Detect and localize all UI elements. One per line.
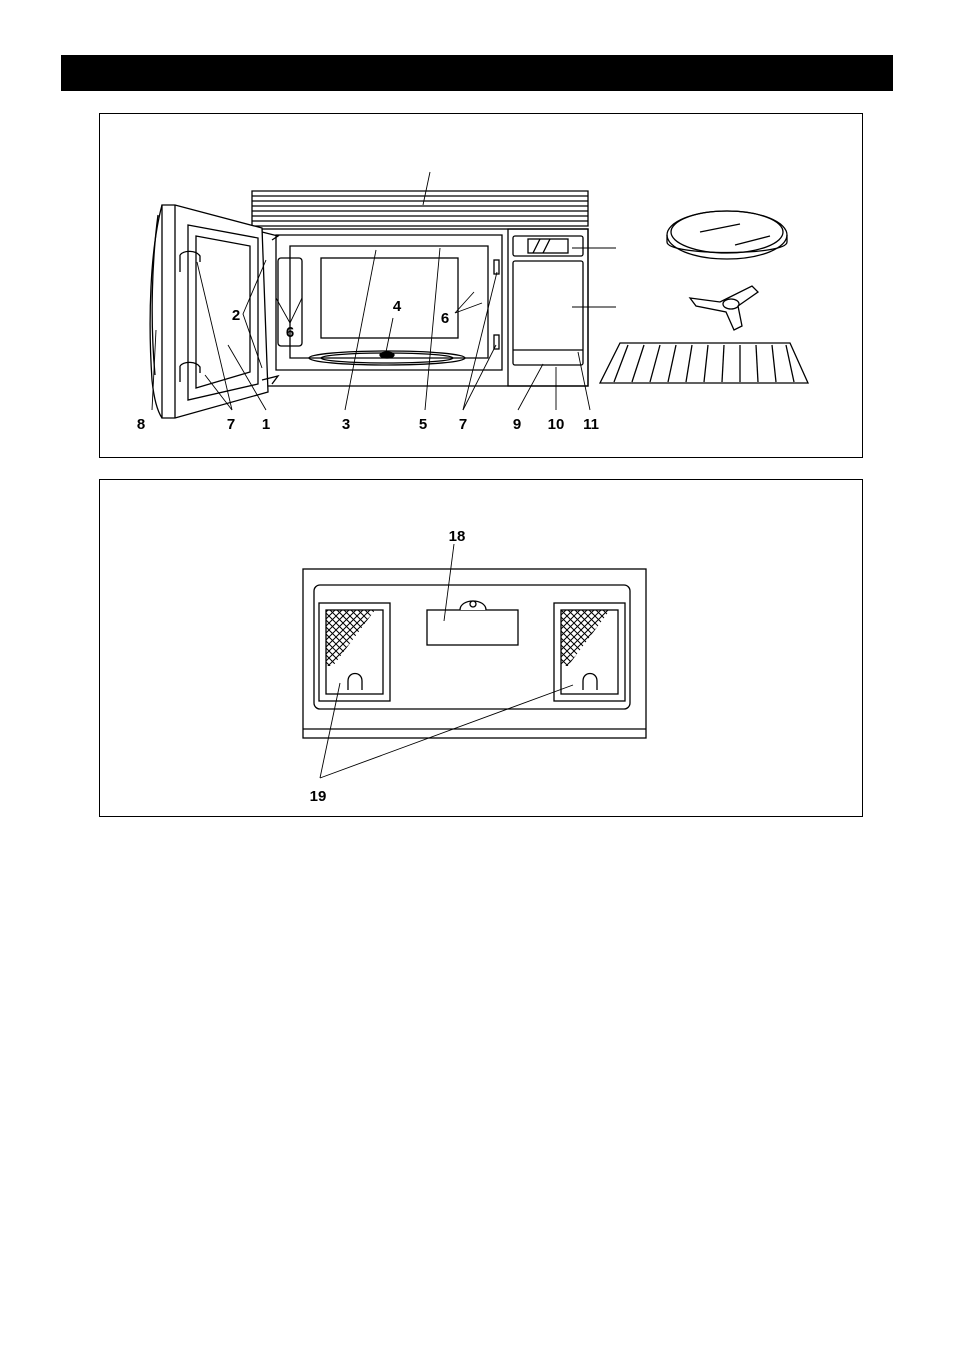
callout-7-right: 7 xyxy=(459,416,467,433)
callout-19: 19 xyxy=(310,788,327,805)
callout-1: 1 xyxy=(262,416,270,433)
oven-underside xyxy=(303,569,646,738)
callout-7-left: 7 xyxy=(227,416,235,433)
grease-filter-right xyxy=(554,603,625,701)
callout-2: 2 xyxy=(232,307,240,324)
glass-tray xyxy=(667,211,787,259)
callout-10: 10 xyxy=(548,416,565,433)
leader-lines-bottom xyxy=(320,544,573,778)
callout-9: 9 xyxy=(513,416,521,433)
callout-11: 11 xyxy=(583,416,599,433)
callout-4: 4 xyxy=(393,298,402,315)
control-panel xyxy=(508,229,588,386)
callout-6-right: 6 xyxy=(441,310,449,327)
grease-filter-left xyxy=(319,603,390,701)
vent-grille xyxy=(252,191,588,226)
callout-6-left: 6 xyxy=(286,324,294,341)
callout-5: 5 xyxy=(419,416,427,433)
callout-8: 8 xyxy=(137,416,145,433)
wire-rack xyxy=(600,343,808,383)
rotating-ring xyxy=(690,286,758,330)
callout-18: 18 xyxy=(449,528,466,545)
callout-3: 3 xyxy=(342,416,350,433)
